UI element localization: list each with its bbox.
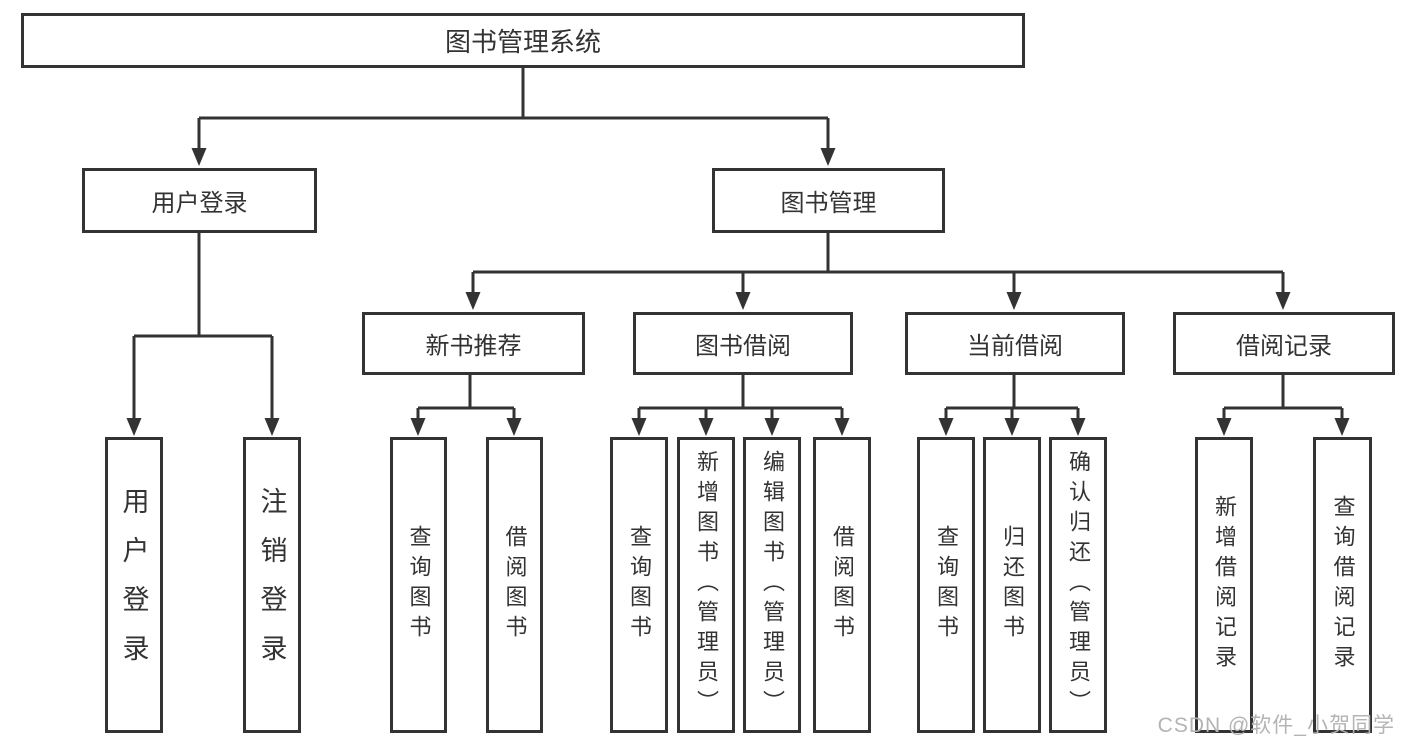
leaf-query-books-recommend: 查询图书 xyxy=(390,437,447,733)
connector-book-borrow-to-leaves xyxy=(631,375,850,436)
connector-borrow-record-to-leaves xyxy=(1216,375,1350,436)
arrowhead xyxy=(938,418,954,436)
leaf-query-books-current: 查询图书 xyxy=(917,437,975,733)
arrowhead xyxy=(506,418,522,436)
csdn-watermark: CSDN @软件_小贺同学 xyxy=(1157,714,1395,737)
arrowhead xyxy=(1006,292,1022,310)
leaf-logout: 注销登录 xyxy=(243,437,301,733)
arrowhead xyxy=(264,418,280,436)
arrowhead xyxy=(191,148,207,166)
arrowhead xyxy=(764,418,780,436)
arrowhead xyxy=(465,292,481,310)
node-library-management-system: 图书管理系统 xyxy=(21,13,1025,68)
node-current-borrow: 当前借阅 xyxy=(905,312,1125,375)
arrowhead xyxy=(820,148,836,166)
arrowhead xyxy=(698,418,714,436)
connector-current-borrow-to-leaves xyxy=(938,375,1086,436)
leaf-borrow-books-borrow: 借阅图书 xyxy=(813,437,871,733)
arrowhead xyxy=(1070,418,1086,436)
node-book-borrow: 图书借阅 xyxy=(633,312,853,375)
connector-book-management-to-level3 xyxy=(465,233,1291,310)
arrowhead xyxy=(834,418,850,436)
leaf-confirm-return-admin: 确认归还（管理员） xyxy=(1049,437,1107,733)
connector-user-login-to-leaves xyxy=(126,233,280,436)
node-new-book-recommend: 新书推荐 xyxy=(362,312,585,375)
leaf-edit-book-admin: 编辑图书（管理员） xyxy=(743,437,801,733)
node-book-management: 图书管理 xyxy=(712,168,945,233)
arrowhead xyxy=(1004,418,1020,436)
leaf-user-login: 用户登录 xyxy=(105,437,163,733)
leaf-query-books-borrow: 查询图书 xyxy=(610,437,668,733)
arrowhead xyxy=(1275,292,1291,310)
arrowhead xyxy=(735,292,751,310)
leaf-add-borrow-record: 新增借阅记录 xyxy=(1195,437,1253,733)
leaf-borrow-books-recommend: 借阅图书 xyxy=(486,437,543,733)
node-user-login: 用户登录 xyxy=(82,168,317,233)
connector-new-book-recommend-to-leaves xyxy=(410,375,522,436)
leaf-return-book: 归还图书 xyxy=(983,437,1041,733)
arrowhead xyxy=(1216,418,1232,436)
leaf-add-book-admin: 新增图书（管理员） xyxy=(677,437,735,733)
arrowhead xyxy=(631,418,647,436)
arrowhead xyxy=(126,418,142,436)
arrowhead xyxy=(1334,418,1350,436)
leaf-query-borrow-record: 查询借阅记录 xyxy=(1313,437,1372,733)
connector-root-to-level2 xyxy=(191,68,836,166)
node-borrow-record: 借阅记录 xyxy=(1173,312,1395,375)
arrowhead xyxy=(410,418,426,436)
